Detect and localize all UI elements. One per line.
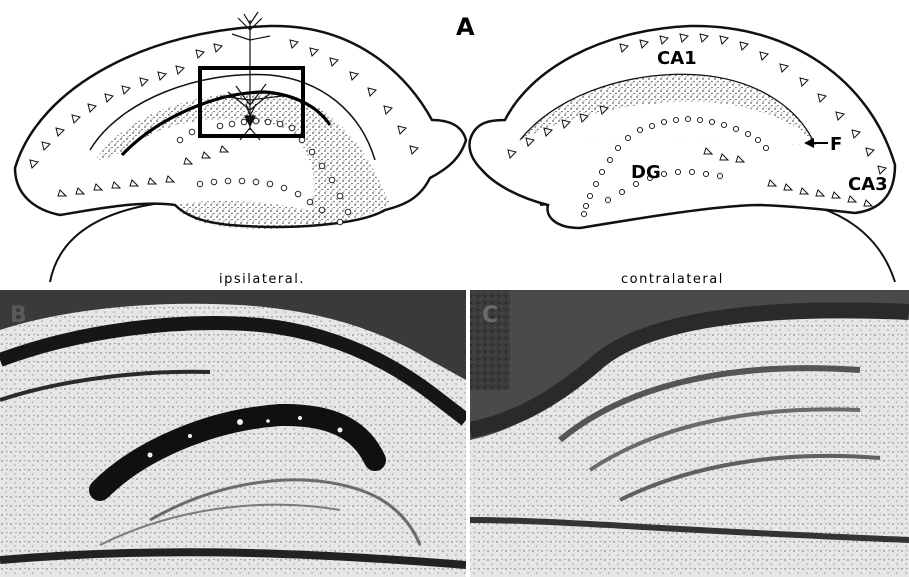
panel-divider xyxy=(466,290,470,577)
ipsilateral-hippocampus xyxy=(15,12,466,282)
ca3-label: CA3 xyxy=(848,174,888,195)
panel-b-micrograph: B xyxy=(0,290,466,577)
contralateral-label: contralateral xyxy=(621,272,724,287)
ipsilateral-label: ipsilateral. xyxy=(219,272,305,287)
panel-a-letter: A xyxy=(456,13,475,41)
panel-a-drawing: A CA1 CA3 DG F ipsilateral. contralatera… xyxy=(15,12,895,287)
ca1-label: CA1 xyxy=(657,48,697,69)
dg-label: DG xyxy=(631,162,661,183)
panel-b-letter: B xyxy=(10,303,27,328)
fiber-label: F xyxy=(830,134,842,155)
panel-c-micrograph: C xyxy=(470,290,909,577)
panel-c-letter: C xyxy=(482,303,498,328)
